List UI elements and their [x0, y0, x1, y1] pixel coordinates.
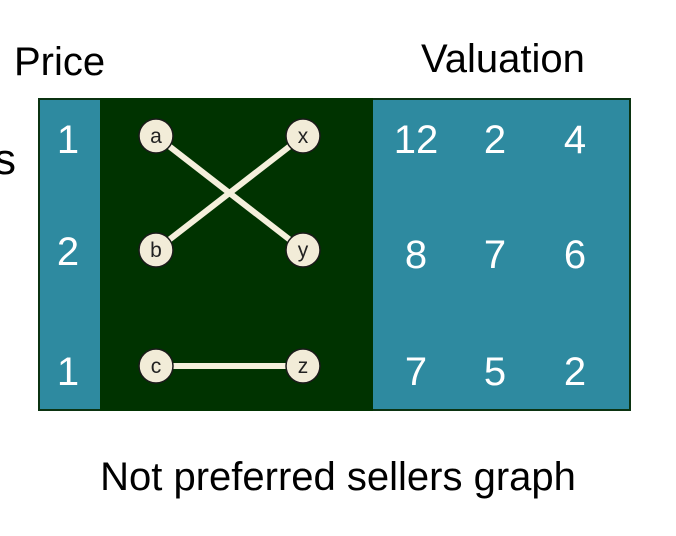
- node-label-c: c: [151, 355, 162, 378]
- graph-caption: Not preferred sellers graph: [100, 455, 576, 499]
- price-b: 2: [56, 230, 80, 274]
- valuation-b-y: 7: [483, 233, 507, 277]
- node-label-a: a: [150, 125, 162, 148]
- valuation-c-y: 5: [483, 350, 507, 394]
- node-label-y: y: [298, 239, 309, 262]
- node-z: z: [285, 348, 321, 384]
- price-header: Price: [14, 40, 106, 84]
- valuation-a-x: 12: [393, 118, 439, 162]
- node-y: y: [285, 232, 321, 268]
- valuation-a-z: 4: [563, 118, 587, 162]
- bipartite-graph-area: a b c x y z: [100, 98, 373, 411]
- cropped-edge-text: s: [0, 135, 16, 184]
- valuation-header: Valuation: [421, 37, 585, 81]
- valuation-b-z: 6: [563, 233, 587, 277]
- node-a: a: [138, 118, 174, 154]
- node-label-b: b: [150, 239, 162, 262]
- node-b: b: [138, 232, 174, 268]
- price-c: 1: [56, 350, 80, 394]
- price-a: 1: [56, 118, 80, 162]
- node-label-x: x: [298, 125, 309, 148]
- valuation-c-x: 7: [404, 350, 428, 394]
- node-c: c: [138, 348, 174, 384]
- node-label-z: z: [298, 355, 309, 378]
- edge-b-x: [154, 133, 305, 253]
- valuation-a-y: 2: [483, 118, 507, 162]
- node-x: x: [285, 118, 321, 154]
- bipartite-graph: a b c x y z: [138, 118, 321, 384]
- valuation-b-x: 8: [404, 233, 428, 277]
- valuation-c-z: 2: [563, 350, 587, 394]
